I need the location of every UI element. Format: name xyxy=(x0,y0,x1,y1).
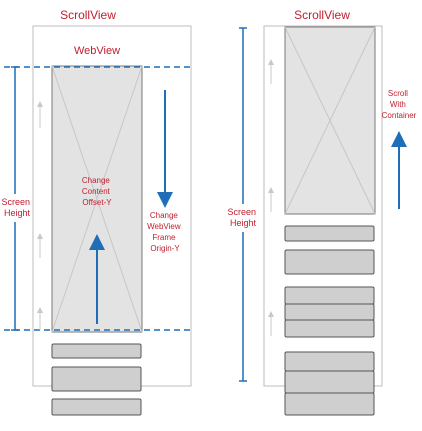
right-item-bar-7 xyxy=(284,370,375,394)
right-item-bar-8 xyxy=(284,392,375,416)
right-scrollview-label: ScrollView xyxy=(294,8,350,22)
change-frame-origin-label: Change WebView Frame Origin-Y xyxy=(147,211,183,253)
right-item-bar-6 xyxy=(284,351,375,372)
change-content-offset-label: Change Content Offset-Y xyxy=(82,176,112,207)
left-scrollview-label: ScrollView xyxy=(60,8,116,22)
left-panel: ScrollView WebView Screen Height Change … xyxy=(1,8,192,416)
scroll-with-container-label: Scroll With Container xyxy=(382,89,417,120)
right-item-bar-3 xyxy=(284,286,375,305)
right-screen-height-label: Screen Height xyxy=(227,207,258,228)
left-item-bar-3 xyxy=(51,398,142,416)
right-panel: ScrollView Screen Height Scroll With Con… xyxy=(227,8,417,416)
webview-cross-line-2 xyxy=(51,65,143,333)
right-screen-height-label-bg xyxy=(229,204,257,232)
left-screen-height-label-bg xyxy=(4,194,30,222)
webview-label: WebView xyxy=(74,45,120,57)
right-item-bar-5 xyxy=(284,319,375,338)
left-screen-height-label: Screen Height xyxy=(1,197,32,218)
right-item-bar-1 xyxy=(284,225,375,242)
right-webview-cross-line-2 xyxy=(284,26,376,215)
left-item-bar-1 xyxy=(51,343,142,359)
right-item-bar-2 xyxy=(284,249,375,275)
right-item-bar-4 xyxy=(284,303,375,321)
left-item-bar-2 xyxy=(51,366,142,392)
